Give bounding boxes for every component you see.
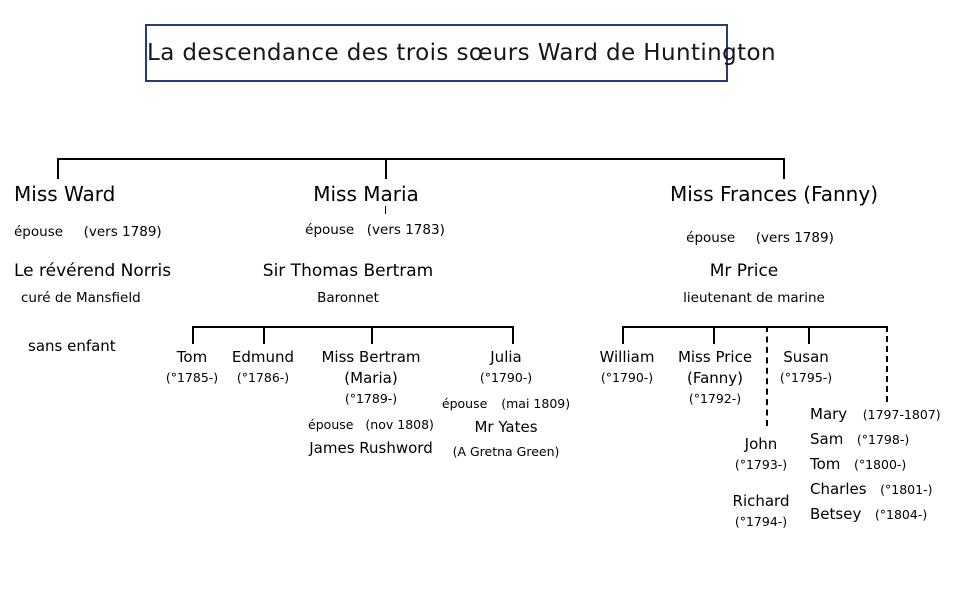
node-fanny-price-alias: (Fanny) xyxy=(686,369,744,387)
node-sam-price-dates: (°1798-) xyxy=(856,432,910,447)
node-william-price-name: William xyxy=(599,348,655,366)
node-fanny-price: Miss Price (Fanny) (°1792-) xyxy=(678,347,752,408)
maria-marriage-tick xyxy=(385,206,386,214)
node-john-price-dates: (°1793-) xyxy=(734,457,788,472)
price-younger-children-list: Mary (1797-1807) Sam (°1798-) Tom (°1800… xyxy=(810,402,941,527)
price-drop-younger-dashed xyxy=(886,326,888,402)
node-charles-price-dates: (°1801-) xyxy=(880,482,933,497)
node-susan-price-dates: (°1795-) xyxy=(779,370,833,385)
node-miss-frances-name: Miss Frances (Fanny) xyxy=(669,182,879,206)
node-william-price-dates: (°1790-) xyxy=(600,370,654,385)
node-thomas-bertram-title: Baronnet xyxy=(317,290,379,306)
node-betsey-price-name: Betsey xyxy=(810,505,862,523)
node-tom-price-name: Tom xyxy=(810,455,841,473)
node-maria-bertram-marriage: épouse (nov 1808) xyxy=(308,417,434,432)
node-tom-price-dates: (°1800-) xyxy=(853,457,907,472)
node-maria-bertram-alias: (Maria) xyxy=(344,369,398,387)
node-maria-bertram: Miss Bertram (Maria) (°1789-) épouse (no… xyxy=(308,347,434,459)
node-mr-price-name: Mr Price xyxy=(709,261,779,281)
top-connector-drop-maria xyxy=(385,158,387,179)
node-miss-ward-marriage: épouse (vers 1789) xyxy=(14,224,162,240)
price-drop-susan xyxy=(808,326,810,344)
bertram-drop-tom xyxy=(192,326,194,344)
node-rushword-name: James Rushword xyxy=(309,439,433,457)
node-edmund-bertram-dates: (°1786-) xyxy=(236,370,290,385)
node-tom-bertram-dates: (°1785-) xyxy=(165,370,219,385)
price-drop-john-richard-dashed xyxy=(766,326,768,426)
node-susan-price: Susan (°1795-) xyxy=(780,347,832,387)
node-julia-bertram-dates: (°1790-) xyxy=(479,370,533,385)
node-john-price-name: John xyxy=(744,435,778,453)
price-drop-william xyxy=(622,326,624,344)
node-mary-price-name: Mary xyxy=(810,405,848,423)
node-charles-price-name: Charles xyxy=(810,480,867,498)
top-connector-drop-frances xyxy=(783,158,785,179)
node-norris-title: curé de Mansfield xyxy=(21,290,141,306)
node-mary-price-dates: (1797-1807) xyxy=(862,407,941,422)
list-item: Betsey (°1804-) xyxy=(810,502,941,527)
node-richard-price: Richard (°1794-) xyxy=(733,491,790,531)
node-sam-price-name: Sam xyxy=(810,430,844,448)
node-betsey-price-dates: (°1804-) xyxy=(874,507,928,522)
node-yates-name: Mr Yates xyxy=(474,418,538,436)
list-item: Tom (°1800-) xyxy=(810,452,941,477)
price-drop-fanny xyxy=(713,326,715,344)
list-item: Charles (°1801-) xyxy=(810,477,941,502)
node-richard-price-dates: (°1794-) xyxy=(734,514,788,529)
node-miss-frances-marriage: épouse (vers 1789) xyxy=(686,230,834,246)
node-maria-bertram-name: Miss Bertram xyxy=(321,348,421,366)
top-connector-horizontal xyxy=(57,158,784,160)
bertram-children-horizontal xyxy=(192,326,512,328)
node-yates-note: (A Gretna Green) xyxy=(452,444,560,459)
node-julia-bertram-name: Julia xyxy=(490,348,522,366)
node-mr-price-title: lieutenant de marine xyxy=(683,290,825,306)
list-item: Mary (1797-1807) xyxy=(810,402,941,427)
node-fanny-price-dates: (°1792-) xyxy=(688,391,742,406)
node-miss-maria-marriage: épouse (vers 1783) xyxy=(305,222,445,238)
node-maria-bertram-dates: (°1789-) xyxy=(344,391,398,406)
page-title: La descendance des trois sœurs Ward de H… xyxy=(147,40,776,66)
node-john-price: John (°1793-) xyxy=(735,434,787,474)
price-children-horizontal xyxy=(622,326,886,328)
chart-title-box: La descendance des trois sœurs Ward de H… xyxy=(145,24,776,82)
node-william-price: William (°1790-) xyxy=(600,347,655,387)
node-miss-maria-name: Miss Maria xyxy=(313,182,419,206)
node-fanny-price-name: Miss Price xyxy=(677,348,753,366)
node-ward-no-children: sans enfant xyxy=(28,337,116,355)
node-richard-price-name: Richard xyxy=(732,492,790,510)
node-julia-bertram-marriage: épouse (mai 1809) xyxy=(441,396,571,411)
node-susan-price-name: Susan xyxy=(783,348,829,366)
bertram-drop-maria xyxy=(371,326,373,344)
node-edmund-bertram-name: Edmund xyxy=(231,348,295,366)
node-miss-ward-name: Miss Ward xyxy=(14,182,116,206)
node-julia-bertram: Julia (°1790-) épouse (mai 1809) Mr Yate… xyxy=(442,347,570,461)
top-connector-drop-ward xyxy=(57,158,59,179)
node-tom-bertram-name: Tom xyxy=(176,348,208,366)
node-thomas-bertram-name: Sir Thomas Bertram xyxy=(262,261,434,281)
node-edmund-bertram: Edmund (°1786-) xyxy=(232,347,294,387)
bertram-drop-edmund xyxy=(263,326,265,344)
list-item: Sam (°1798-) xyxy=(810,427,941,452)
node-norris-name: Le révérend Norris xyxy=(14,261,172,281)
bertram-drop-julia xyxy=(512,326,514,344)
node-tom-bertram: Tom (°1785-) xyxy=(166,347,218,387)
